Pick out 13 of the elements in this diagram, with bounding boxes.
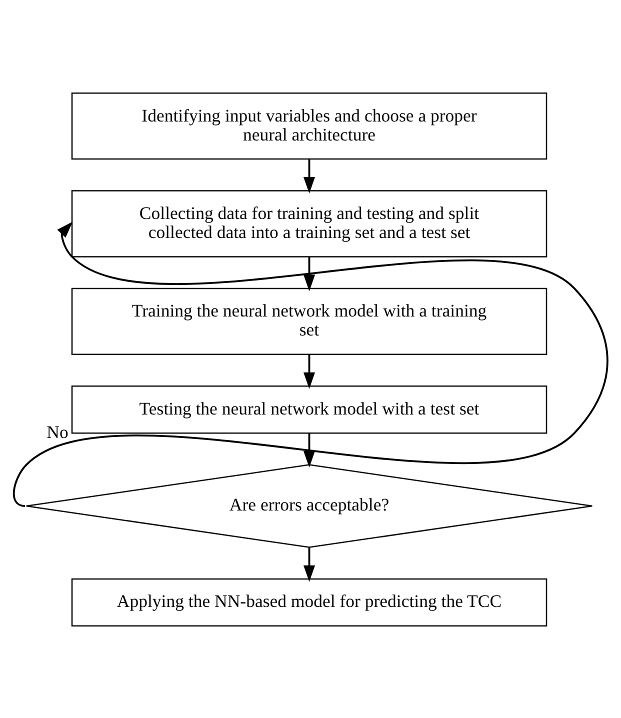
arrow <box>303 432 316 468</box>
arrow <box>303 354 316 388</box>
arrow <box>14 221 608 506</box>
arrow <box>303 256 316 291</box>
node-box: Testing the neural network model with a test set <box>71 385 548 434</box>
node-box: Collecting data for training and testing and split collected data into a training set and a test set <box>71 190 548 257</box>
node-diamond: Are errors acceptable? <box>26 464 593 548</box>
arrow <box>303 159 316 193</box>
node-box: Applying the NN-based model for predicting the TCC <box>71 578 548 626</box>
node-box: Training the neural network model with a training set <box>71 287 548 355</box>
edge-label: No <box>46 421 68 442</box>
arrow <box>303 547 316 582</box>
node-box: Identifying input variables and choose a proper neural architecture <box>71 92 548 160</box>
